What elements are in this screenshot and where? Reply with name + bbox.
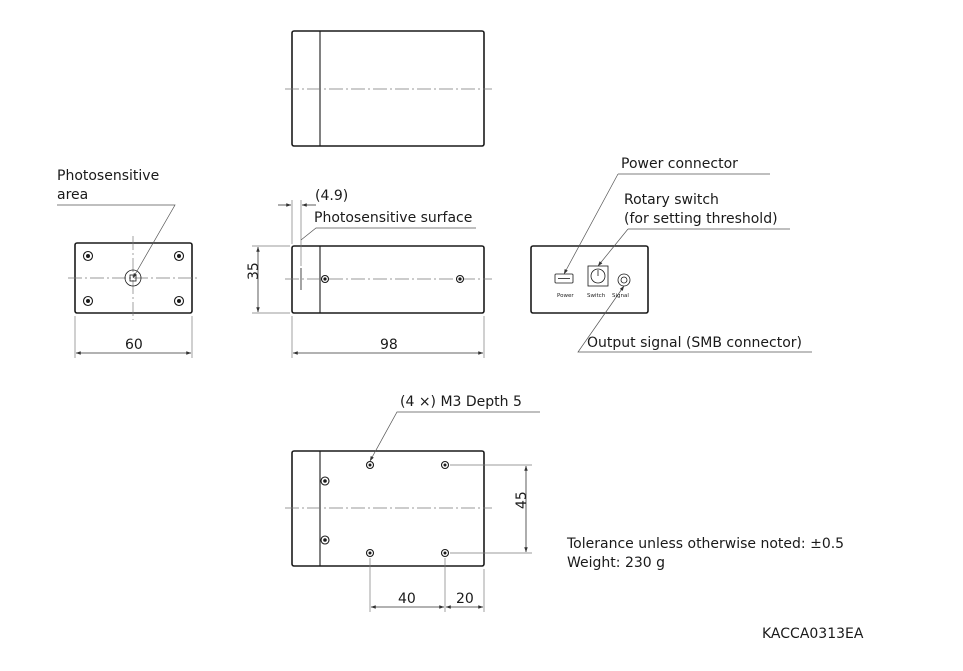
screw-icon — [173, 250, 185, 262]
mount-hole-icon — [365, 548, 375, 558]
offset-label: (4.9) — [315, 188, 348, 204]
power-connector-label: Power connector — [621, 156, 738, 172]
power-connector-leader — [563, 173, 619, 275]
tolerance-note: Tolerance unless otherwise noted: ±0.5 — [566, 536, 844, 552]
photosensitive-area-label-1: Photosensitive — [57, 168, 159, 184]
weight-note: Weight: 230 g — [567, 555, 665, 571]
panel-label-switch: Switch — [587, 293, 606, 299]
screw-icon — [320, 274, 330, 284]
panel-label-signal: Signal — [612, 293, 629, 299]
screw-icon — [455, 274, 465, 284]
window-circle — [124, 269, 142, 287]
mount-hole-icon — [440, 460, 450, 470]
screw-icon — [320, 476, 330, 486]
photosensitive-surface-leader — [300, 227, 476, 241]
dim-width-front: 60 — [125, 337, 143, 353]
screw-icon — [82, 295, 94, 307]
annotations: Photosensitive area (4.9) Photosensitive… — [57, 156, 864, 642]
dim-length-side: 98 — [380, 337, 398, 353]
rotary-switch-leader — [597, 228, 629, 267]
rotary-switch-label-1: Rotary switch — [624, 192, 719, 208]
rear-view — [530, 173, 812, 353]
mount-hole-icon — [365, 460, 375, 470]
top-view — [285, 30, 492, 147]
photosensitive-area-leader — [57, 204, 176, 279]
output-signal-leader — [577, 285, 812, 353]
front-view — [57, 204, 200, 358]
dim-hole-horizontal: 40 — [398, 591, 416, 607]
screw-icon — [82, 250, 94, 262]
mount-holes-label: (4 ×) M3 Depth 5 — [400, 394, 522, 410]
screw-icon — [173, 295, 185, 307]
dim-hole-vertical: 45 — [514, 491, 530, 509]
photosensitive-area-label-2: area — [57, 187, 88, 203]
panel-label-power: Power — [557, 293, 574, 299]
photosensitive-surface-label: Photosensitive surface — [314, 210, 472, 226]
output-signal-label: Output signal (SMB connector) — [587, 335, 802, 351]
dim-hole-edge: 20 — [456, 591, 474, 607]
side-view — [252, 200, 492, 358]
dim-height-side: 35 — [246, 262, 262, 280]
mount-hole-icon — [440, 548, 450, 558]
screw-icon — [320, 535, 330, 545]
rotary-switch-label-2: (for setting threshold) — [624, 211, 778, 227]
drawing-code: KACCA0313EA — [762, 626, 864, 642]
bottom-view — [285, 411, 540, 612]
mount-holes-leader — [369, 411, 540, 462]
